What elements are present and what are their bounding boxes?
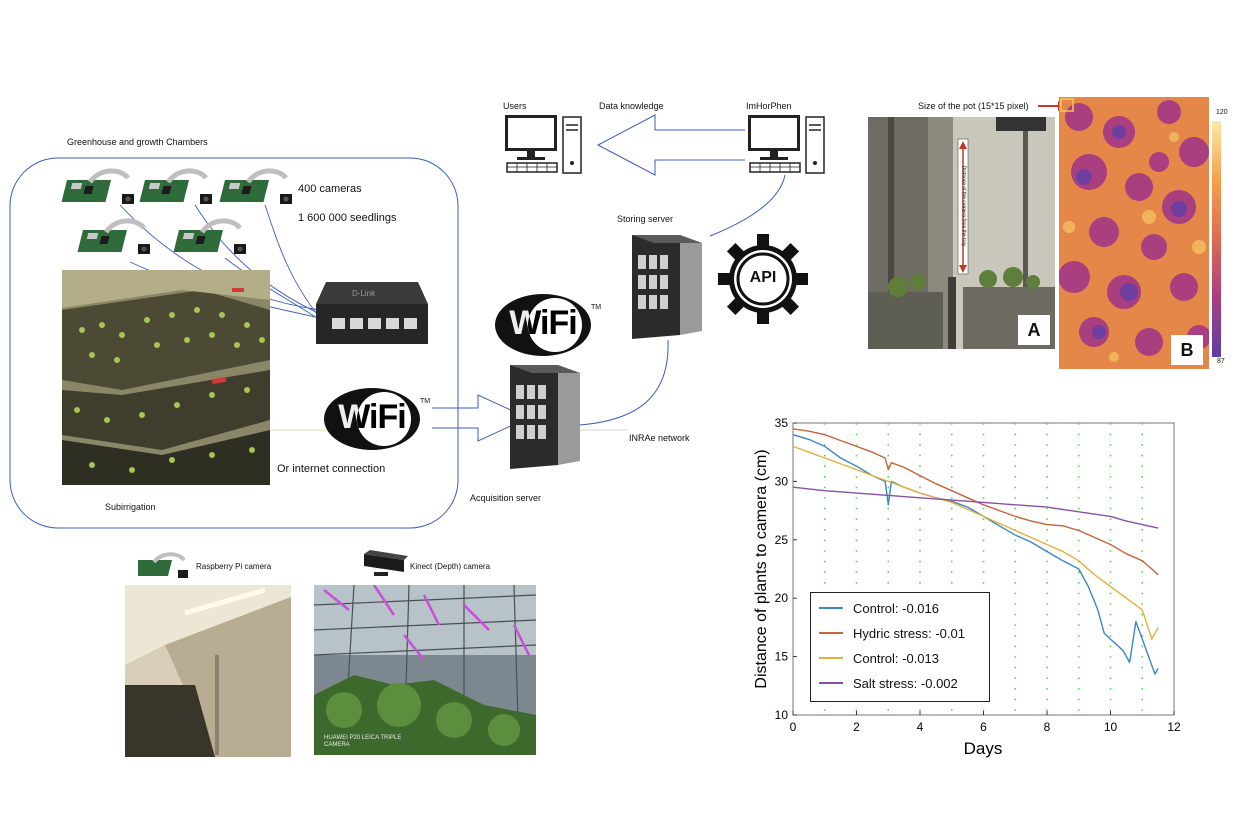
- middle-wifi-text: WiFi: [509, 304, 577, 342]
- chart-xlabel: Days: [964, 739, 1003, 758]
- users-computer: [505, 115, 582, 174]
- raspberry-pi-icon: [138, 552, 188, 578]
- greenhouse-wifi-tm: TM: [420, 398, 431, 405]
- distance-label: Distance of the camera from the tray: [960, 165, 967, 247]
- internet-label: Or internet connection: [277, 463, 386, 475]
- x-tick-label: 4: [917, 720, 924, 734]
- legend-swatch: [819, 632, 843, 634]
- x-tick-label: 0: [790, 720, 797, 734]
- greenhouse-wifi-text: WiFi: [338, 398, 406, 436]
- network-switch: D-Link: [316, 282, 428, 348]
- y-tick-label: 30: [775, 474, 789, 488]
- legend-label: Salt stress: -0.002: [853, 675, 958, 691]
- series-line-3: [792, 486, 1159, 529]
- imhorphen-to-users-arrow: [596, 114, 745, 176]
- y-tick-label: 15: [775, 650, 789, 664]
- storing-to-imhorphen-line: [709, 174, 786, 237]
- greenhouse-photo: HUAWEI P20 LEICA TRIPLE CAMERA: [314, 585, 536, 755]
- api-label: API: [749, 269, 777, 286]
- x-tick-label: 12: [1167, 720, 1181, 734]
- acquisition-label: Acquisition server: [470, 493, 542, 503]
- y-tick-label: 25: [775, 533, 789, 547]
- kinect-icon: [364, 550, 408, 576]
- colorbar-min: 87: [1217, 358, 1225, 365]
- series-line-2: [792, 445, 1159, 640]
- seedlings-count: 1 600 000 seedlings: [298, 212, 397, 224]
- imhorphen-label: ImHorPhen: [746, 101, 792, 111]
- x-tick-label: 6: [980, 720, 987, 734]
- imhorphen-computer: [748, 115, 825, 174]
- raspberry-label: Raspberry Pi camera: [196, 562, 272, 571]
- subirrigation-label: Subirrigation: [105, 502, 156, 512]
- kinect-label: Kinect (Depth) camera: [410, 562, 491, 571]
- legend-entry: Salt stress: -0.002: [819, 674, 958, 692]
- panel-b-label-box: B: [1171, 335, 1203, 365]
- data-knowledge-label: Data knowledge: [599, 101, 664, 111]
- greenhouse-label: Greenhouse and growth Chambers: [67, 137, 208, 147]
- distance-chart: 0 2 4 6 8 10 12 10 15 20 25 30 35 Days Distance of …: [753, 416, 1181, 758]
- panel-a-label-box: A: [1018, 315, 1050, 345]
- chart-ylabel: Distance of plants to camera (cm): [753, 449, 770, 688]
- raspberry-pi-cameras: [60, 168, 300, 268]
- cameras-count: 400 cameras: [298, 183, 362, 195]
- panel-b-heatmap: B: [1059, 97, 1209, 369]
- legend-entry: Control: -0.013: [819, 649, 939, 667]
- storing-label: Storing server: [617, 214, 674, 224]
- acquisition-to-storing-line: [579, 339, 669, 426]
- legend-label: Hydric stress: -0.01: [853, 625, 965, 641]
- x-tick-label: 8: [1044, 720, 1051, 734]
- seedling-trays-photo: [62, 270, 270, 485]
- legend-swatch: [819, 607, 843, 609]
- x-tick-label: 2: [853, 720, 860, 734]
- legend-entry: Control: -0.016: [819, 599, 939, 617]
- inrae-label: INRAe network: [629, 433, 690, 443]
- acquisition-server: [510, 365, 580, 469]
- middle-wifi-tm: TM: [591, 304, 602, 311]
- x-tick-label: 10: [1104, 720, 1118, 734]
- camera-watermark: HUAWEI P20 LEICA TRIPLE CAMERA: [324, 735, 402, 748]
- y-tick-label: 10: [775, 708, 789, 722]
- y-tick-label: 35: [775, 416, 789, 430]
- legend-swatch: [819, 682, 843, 684]
- legend-label: Control: -0.013: [853, 650, 939, 666]
- storing-server: [632, 235, 702, 339]
- panel-a-photo: Distance of the camera from the tray A: [868, 117, 1055, 349]
- greenhouse-boundary: [9, 157, 459, 529]
- panel-b-label: B: [1180, 340, 1194, 360]
- legend-swatch: [819, 657, 843, 659]
- legend-entry: Hydric stress: -0.01: [819, 624, 965, 642]
- panel-a-label: A: [1027, 320, 1041, 340]
- greenhouse-wifi-logo: WiFi TM: [322, 386, 432, 452]
- growth-chamber-photo: [125, 585, 291, 757]
- pot-size-label: Size of the pot (15*15 pixel): [918, 101, 1029, 111]
- colorbar-max: 120: [1216, 109, 1228, 116]
- legend-label: Control: -0.016: [853, 600, 939, 616]
- colorbar: [1212, 121, 1221, 357]
- users-label: Users: [503, 101, 527, 111]
- switch-brand: D-Link: [352, 289, 376, 298]
- middle-wifi-logo: WiFi TM: [493, 292, 603, 358]
- api-gear: API: [718, 234, 808, 324]
- series-line-1: [792, 428, 1159, 576]
- y-tick-label: 20: [775, 591, 789, 605]
